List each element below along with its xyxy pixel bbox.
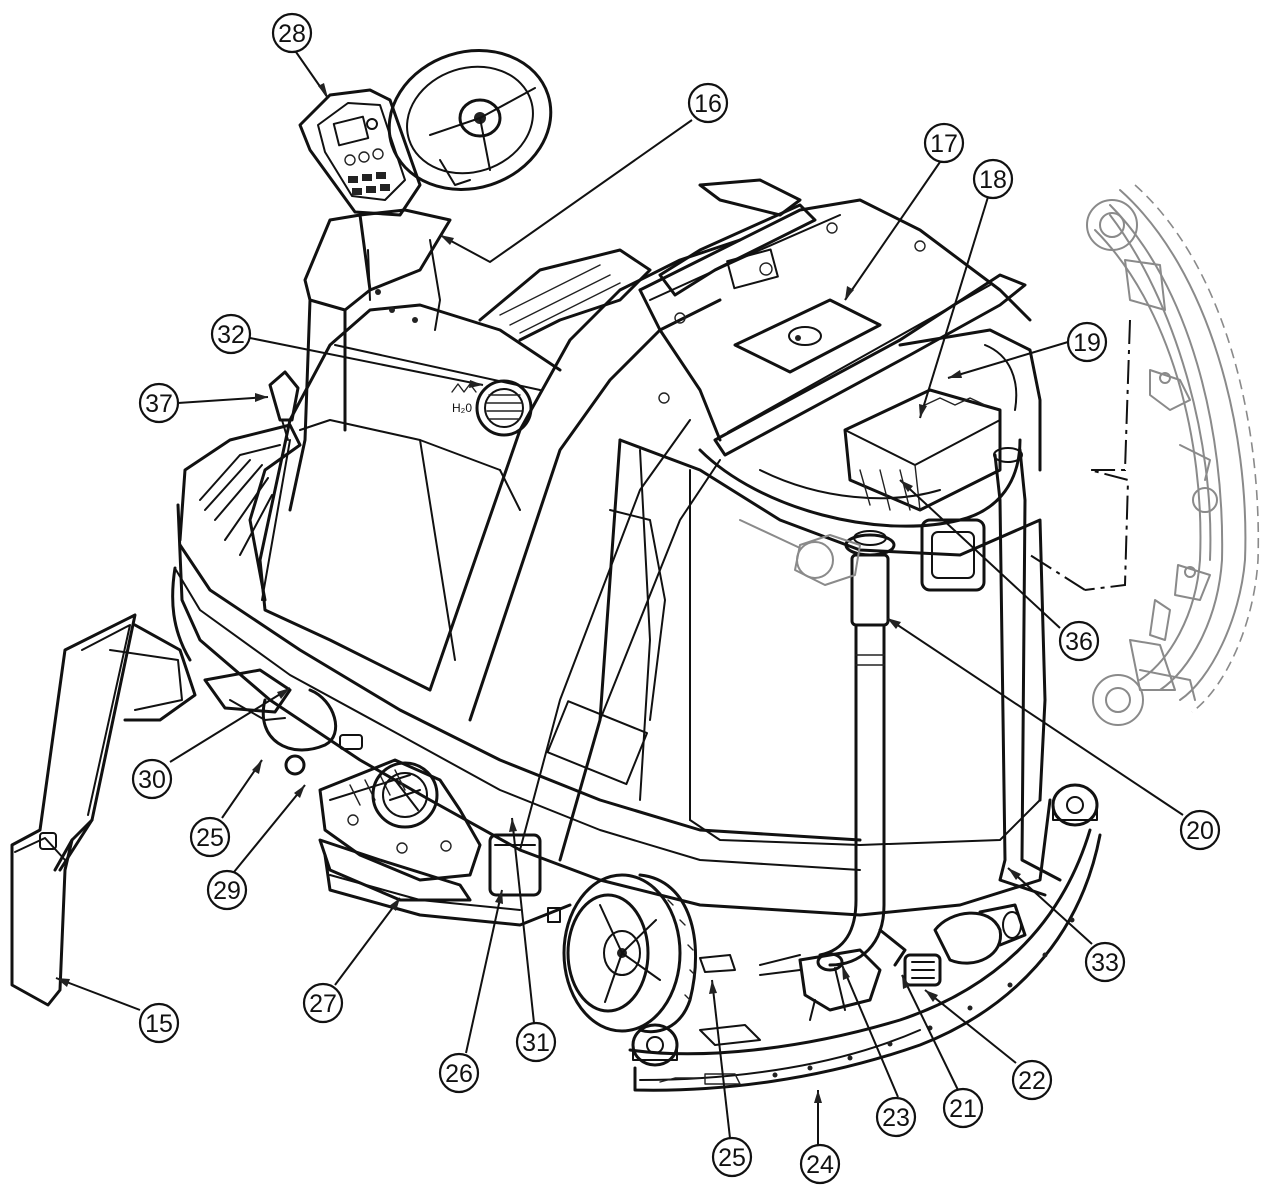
callout-36: 36	[1058, 620, 1100, 662]
svg-text:22: 22	[1018, 1067, 1046, 1095]
callout-24: 24	[799, 1143, 841, 1185]
svg-text:18: 18	[979, 166, 1007, 194]
water-fill-symbol: H₂0	[452, 401, 472, 415]
svg-text:19: 19	[1073, 329, 1101, 357]
callout-20: 20	[1179, 809, 1221, 851]
callout-19: 19	[1066, 321, 1108, 363]
ghosted-squeegee-assembly	[1086, 184, 1260, 726]
svg-text:24: 24	[806, 1151, 834, 1179]
callout-25-left: 25	[189, 816, 231, 858]
svg-text:33: 33	[1091, 949, 1119, 977]
svg-text:28: 28	[278, 20, 306, 48]
svg-text:16: 16	[694, 90, 722, 118]
callout-17: 17	[923, 122, 965, 164]
callout-leaders	[55, 51, 1184, 1145]
svg-text:29: 29	[213, 877, 241, 905]
callout-23: 23	[875, 1096, 917, 1138]
callout-22: 22	[1011, 1059, 1053, 1101]
callout-15: 15	[138, 1002, 180, 1044]
callout-30: 30	[131, 758, 173, 800]
callout-21: 21	[942, 1087, 984, 1129]
callout-37: 37	[138, 382, 180, 424]
callout-27: 27	[302, 982, 344, 1024]
callout-18: 18	[972, 158, 1014, 200]
machine-body-drawing: H₂0	[10, 49, 1102, 1092]
svg-text:15: 15	[145, 1010, 173, 1038]
svg-text:25: 25	[196, 824, 224, 852]
svg-text:25: 25	[718, 1144, 746, 1172]
callout-28: 28	[271, 12, 313, 54]
svg-text:26: 26	[445, 1060, 473, 1088]
svg-text:32: 32	[217, 321, 245, 349]
callout-16: 16	[687, 82, 729, 124]
callout-32: 32	[210, 313, 252, 355]
callout-bubbles: 28 16 17 18 32 19 37 36 20 30 25 29 33 2…	[131, 12, 1221, 1185]
svg-text:23: 23	[882, 1104, 910, 1132]
callout-26: 26	[438, 1052, 480, 1094]
svg-text:20: 20	[1186, 817, 1214, 845]
callout-33: 33	[1084, 941, 1126, 983]
svg-text:21: 21	[949, 1095, 977, 1123]
svg-text:27: 27	[309, 990, 337, 1018]
svg-text:36: 36	[1065, 628, 1093, 656]
assembly-break-line	[1084, 319, 1131, 591]
callout-29: 29	[206, 869, 248, 911]
callout-25-front: 25	[711, 1136, 753, 1178]
svg-text:17: 17	[930, 130, 958, 158]
svg-text:30: 30	[138, 766, 166, 794]
callout-31: 31	[515, 1021, 557, 1063]
svg-text:31: 31	[522, 1029, 550, 1057]
svg-text:37: 37	[145, 390, 173, 418]
